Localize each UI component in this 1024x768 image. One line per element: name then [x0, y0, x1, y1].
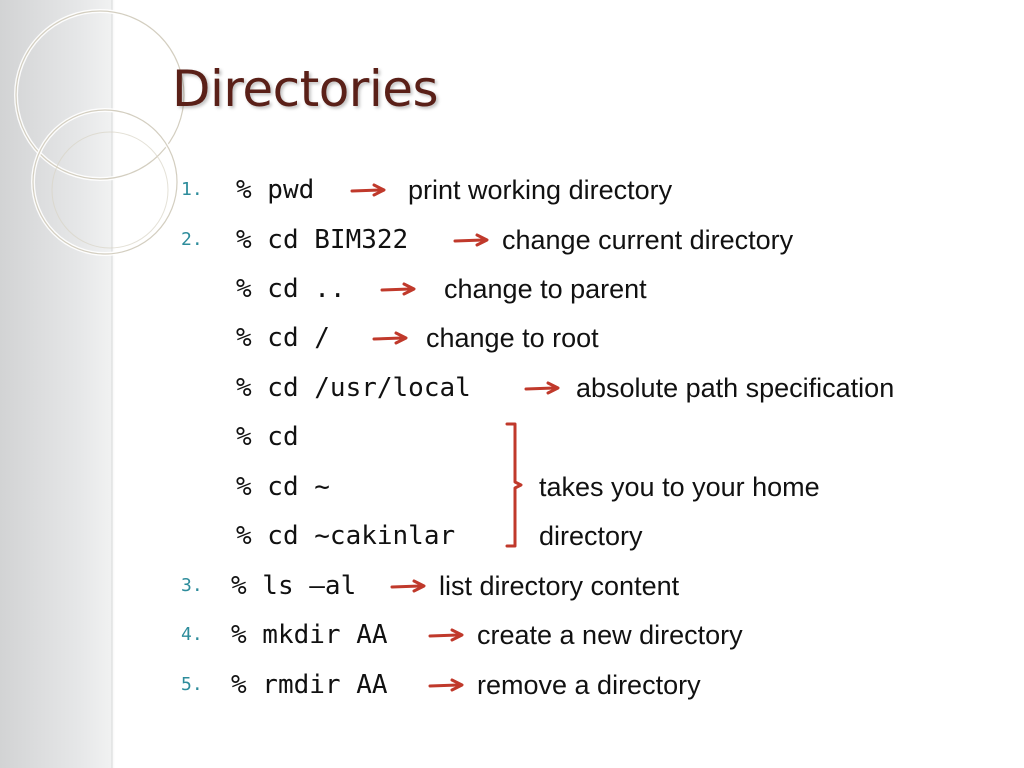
- description-text: change to parent: [444, 274, 647, 304]
- command-text: % cd ~cakinlar: [236, 521, 456, 551]
- command-text: % cd BIM322: [236, 225, 409, 255]
- item-number: 5.: [181, 674, 203, 695]
- command-text: % ls –al: [231, 571, 357, 601]
- description-text: change to root: [426, 323, 599, 353]
- description-text: change current directory: [502, 225, 794, 255]
- description-text: takes you to your home: [539, 472, 820, 502]
- arrow-right-icon: [390, 579, 426, 593]
- command-text: % pwd: [236, 175, 315, 205]
- command-text: % cd: [236, 422, 299, 452]
- arrow-right-icon: [428, 678, 464, 692]
- description-text: print working directory: [408, 175, 673, 205]
- item-number: 4.: [181, 624, 203, 645]
- description-text: remove a directory: [477, 670, 701, 700]
- arrow-right-icon: [350, 183, 386, 197]
- command-text: % rmdir AA: [231, 670, 388, 700]
- right-brace-icon: [505, 422, 523, 548]
- arrow-right-icon: [524, 381, 560, 395]
- command-text: % mkdir AA: [231, 620, 388, 650]
- command-text: % cd /usr/local: [236, 373, 471, 403]
- command-text: % cd ..: [236, 274, 346, 304]
- item-number: 1.: [181, 179, 203, 200]
- command-text: % cd ~: [236, 472, 330, 502]
- command-text: % cd /: [236, 323, 330, 353]
- decorative-rings: [14, 9, 186, 256]
- item-number: 2.: [181, 229, 203, 250]
- description-text: list directory content: [439, 571, 680, 601]
- arrow-right-icon: [380, 282, 416, 296]
- slide-title: Directories: [172, 60, 439, 118]
- description-text: create a new directory: [477, 620, 743, 650]
- left-band-shadow: [111, 0, 115, 768]
- description-text: directory: [539, 521, 643, 551]
- arrow-right-icon: [453, 233, 489, 247]
- arrow-right-icon: [372, 331, 408, 345]
- description-text: absolute path specification: [576, 373, 895, 403]
- item-number: 3.: [181, 575, 203, 596]
- arrow-right-icon: [428, 628, 464, 642]
